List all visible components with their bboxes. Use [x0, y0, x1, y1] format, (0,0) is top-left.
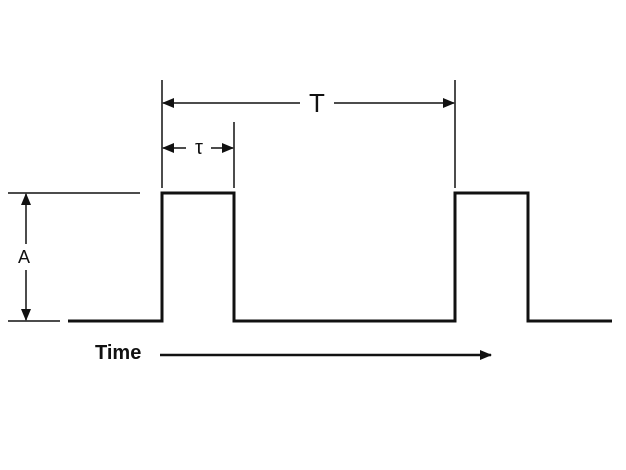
pulse-width-label: τ [195, 137, 203, 159]
amplitude-label: A [18, 247, 30, 267]
period-label: T [309, 88, 325, 118]
pulse-waveform [68, 191, 612, 323]
time-axis-label: Time [95, 342, 141, 364]
